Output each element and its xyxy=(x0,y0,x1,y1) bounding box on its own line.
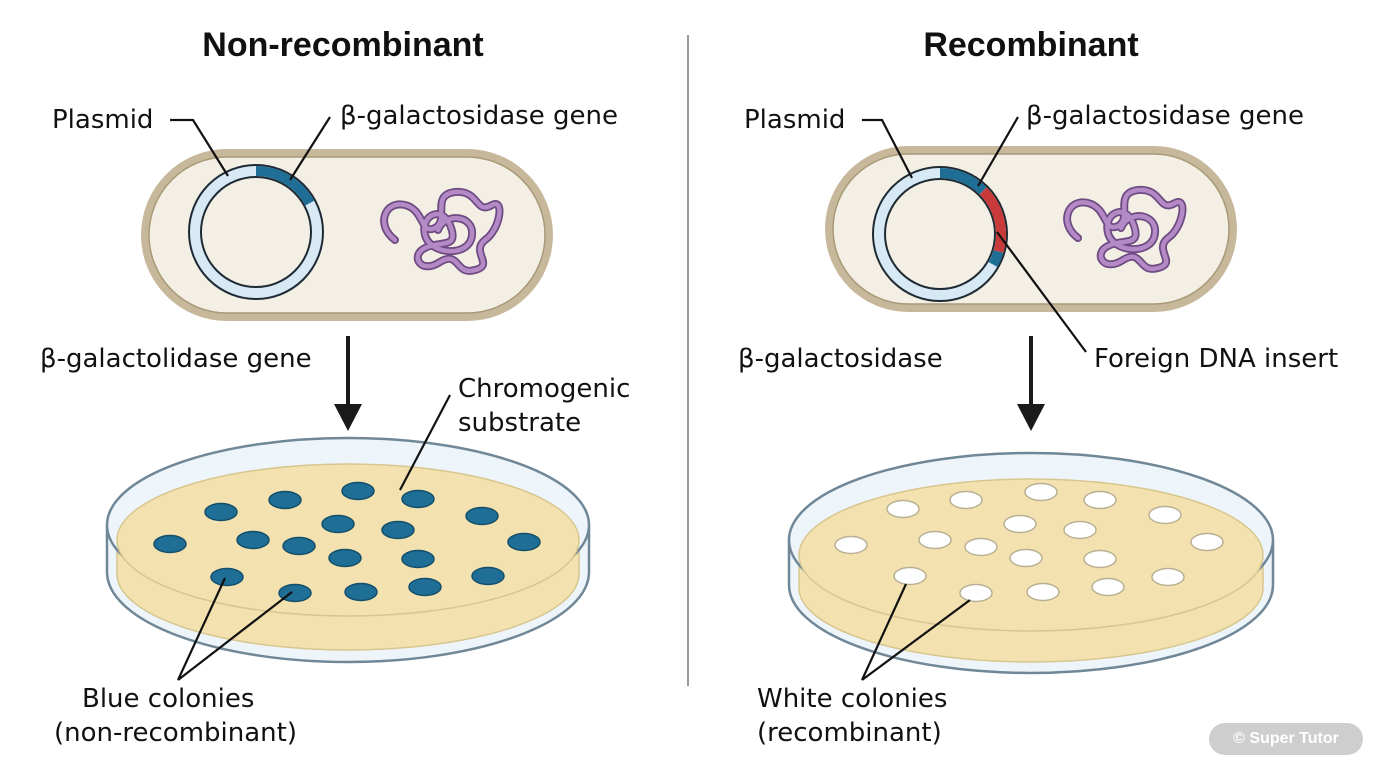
right-gene-segment-2 xyxy=(988,250,1004,268)
left-petri-dish xyxy=(105,436,591,664)
left-colony-9 xyxy=(153,534,187,554)
right-colony-13 xyxy=(1083,549,1117,569)
right-chromosome xyxy=(1063,185,1187,273)
left-panel: Non-recombinant Plasmid β-galactosidase … xyxy=(40,26,630,748)
left-title: Non-recombinant xyxy=(202,26,483,64)
right-colony-3 xyxy=(1024,482,1058,502)
left-colony-5 xyxy=(465,506,499,526)
left-colony-7 xyxy=(381,520,415,540)
right-arrow-label: β-galactosidase xyxy=(738,344,943,374)
right-colonies-label-line1: White colonies xyxy=(757,684,947,714)
right-panel: Recombinant Plasmid β-galactosidase gene… xyxy=(738,26,1338,748)
left-colony-17 xyxy=(344,582,378,602)
left-plasmid-leader xyxy=(170,118,229,177)
left-colony-11 xyxy=(507,532,541,552)
left-gene-segment xyxy=(255,166,315,206)
right-colony-4 xyxy=(1083,490,1117,510)
right-colony-2 xyxy=(949,490,983,510)
right-colonies xyxy=(834,482,1224,603)
right-gene-segment-1 xyxy=(939,168,987,195)
left-colony-1 xyxy=(268,490,302,510)
right-title: Recombinant xyxy=(923,26,1138,64)
right-colony-5 xyxy=(1148,505,1182,525)
left-chromosome-fill xyxy=(382,189,502,274)
right-colony-1 xyxy=(886,499,920,519)
right-colony-15 xyxy=(1151,567,1185,587)
right-colony-10 xyxy=(964,537,998,557)
left-colony-10 xyxy=(282,536,316,556)
left-colony-14 xyxy=(210,567,244,587)
right-colonies-label-line2: (recombinant) xyxy=(757,718,942,748)
right-colony-17 xyxy=(1026,582,1060,602)
left-colonies-label-line1: Blue colonies xyxy=(82,684,254,714)
left-arrow-label: β-galactolidase gene xyxy=(40,344,312,374)
left-colony-15 xyxy=(471,566,505,586)
left-colony-13 xyxy=(401,549,435,569)
right-insert-segment xyxy=(979,187,1007,253)
right-plasmid-leader xyxy=(862,118,913,179)
left-colony-6 xyxy=(321,514,355,534)
left-plasmid-label: Plasmid xyxy=(52,105,153,135)
left-colonies xyxy=(153,481,541,603)
right-insert-leader xyxy=(996,231,1087,353)
right-insert-label: Foreign DNA insert xyxy=(1094,344,1338,374)
right-colony-8 xyxy=(918,530,952,550)
right-colony-9 xyxy=(834,535,868,555)
left-arrow-head xyxy=(334,404,362,431)
right-colony-6 xyxy=(1003,514,1037,534)
left-colony-4 xyxy=(204,502,238,522)
left-chromosome xyxy=(380,187,504,275)
left-colony-8 xyxy=(236,530,270,550)
right-colony-7 xyxy=(1063,520,1097,540)
right-plasmid xyxy=(872,166,1008,302)
left-plasmid xyxy=(188,164,324,300)
right-plasmid-label: Plasmid xyxy=(744,105,845,135)
left-gene-label: β-galactosidase gene xyxy=(340,101,618,131)
left-colony-18 xyxy=(408,577,442,597)
left-substrate-leader xyxy=(399,394,451,491)
right-colony-12 xyxy=(1009,548,1043,568)
right-gene-leader xyxy=(977,116,1019,187)
left-colony-2 xyxy=(341,481,375,501)
left-colony-16 xyxy=(278,583,312,603)
right-chromosome-fill xyxy=(1065,187,1185,272)
left-substrate-label-line2: substrate xyxy=(458,408,581,438)
left-colonies-label-line2: (non-recombinant) xyxy=(54,718,297,748)
left-colony-3 xyxy=(401,489,435,509)
watermark-badge: © Super Tutor xyxy=(1209,723,1363,755)
right-colony-16 xyxy=(959,583,993,603)
left-colonies-leader xyxy=(177,577,293,681)
left-substrate-label-line1: Chromogenic xyxy=(458,374,630,404)
right-colony-18 xyxy=(1091,577,1125,597)
right-petri-dish xyxy=(787,451,1275,675)
right-gene-label: β-galactosidase gene xyxy=(1026,101,1304,131)
right-colony-11 xyxy=(1190,532,1224,552)
left-colony-12 xyxy=(328,548,362,568)
right-colony-14 xyxy=(893,566,927,586)
right-arrow-head xyxy=(1017,404,1045,431)
right-colonies-leader xyxy=(861,583,971,681)
left-gene-leader xyxy=(289,116,331,181)
